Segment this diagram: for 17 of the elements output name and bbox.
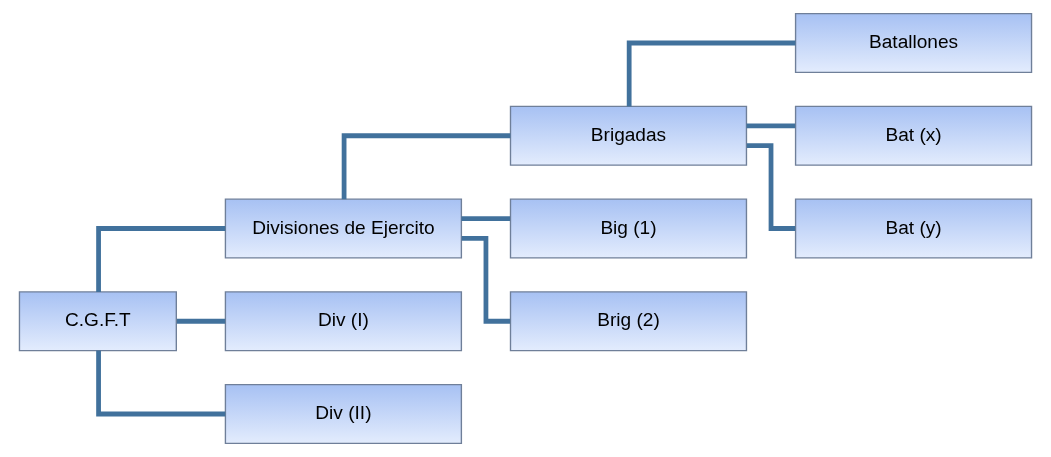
node-box: Brigadas: [509, 105, 748, 166]
connector: [341, 133, 511, 200]
node-box: Brig (2): [509, 291, 748, 352]
node-box: Div (II): [224, 384, 463, 444]
connector: [461, 216, 511, 222]
node-box: Divisiones de Ejercito: [224, 198, 463, 259]
connector: [176, 318, 226, 324]
connector: [96, 226, 226, 292]
connector: [746, 123, 796, 129]
node-box: Bat (x): [794, 105, 1033, 166]
node-box: Big (1): [509, 198, 748, 259]
connector: [626, 40, 796, 107]
node-box: C.G.F.T: [18, 291, 177, 352]
node-box: Bat (y): [794, 198, 1033, 259]
node-box: Batallones: [794, 13, 1033, 73]
connector: [96, 350, 226, 417]
node-box: Div (I): [224, 291, 463, 352]
